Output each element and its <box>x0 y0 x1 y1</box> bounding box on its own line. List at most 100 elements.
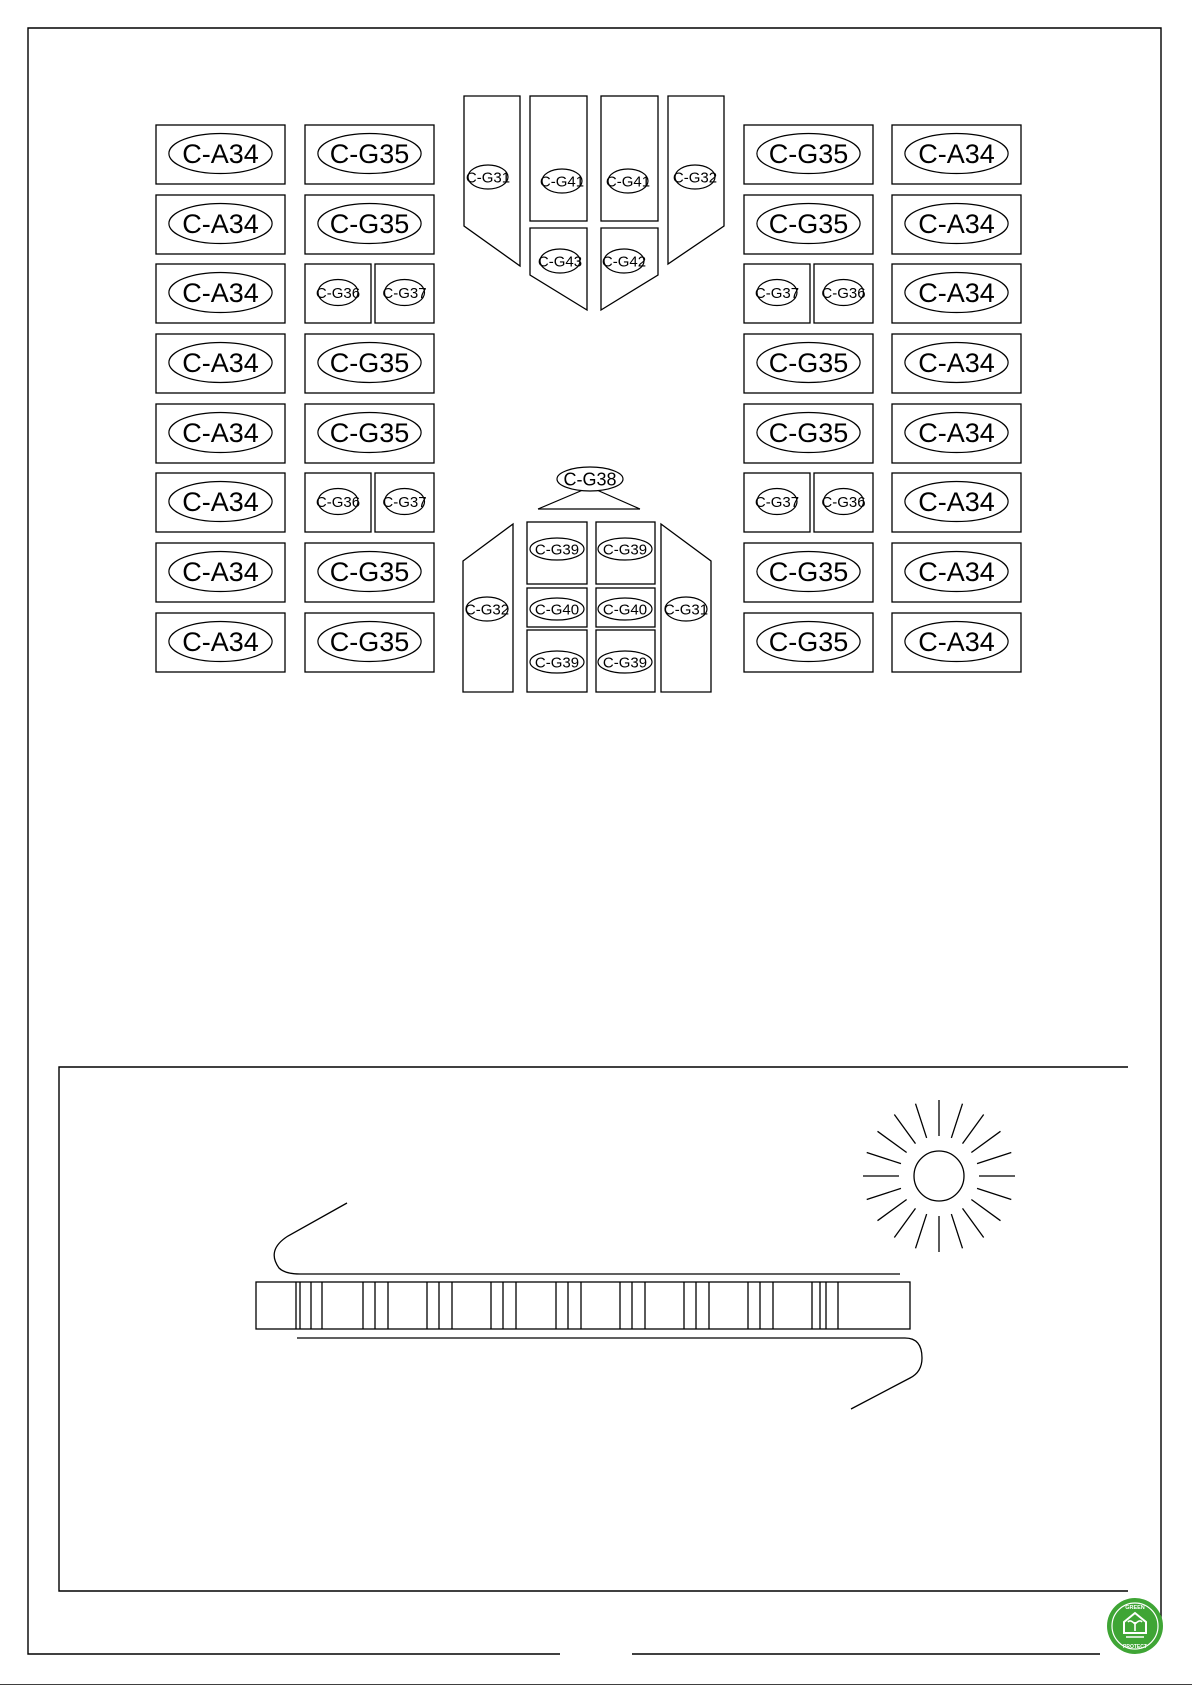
part-code: C-G36 <box>316 285 360 302</box>
label-g37: C-G37 <box>382 487 427 516</box>
label-a34: C-A34 <box>904 341 1009 384</box>
part-code: C-G42 <box>602 253 646 270</box>
label-g40: C-G40 <box>529 597 585 621</box>
green-protect-badge: GREEN PROTECT <box>1107 1598 1163 1654</box>
part-code: C-A34 <box>182 209 259 239</box>
label-g35: C-G35 <box>317 550 422 593</box>
part-cell-g35: C-G35 <box>304 333 435 394</box>
part-code: C-G32 <box>673 169 717 186</box>
part-code: C-A34 <box>918 209 995 239</box>
label-g37: C-G37 <box>755 278 799 307</box>
part-cell-g35: C-G35 <box>743 333 874 394</box>
part-code: C-G35 <box>330 139 410 169</box>
part-code: C-G39 <box>535 654 579 671</box>
part-panel-top-3 <box>600 95 659 222</box>
part-code: C-A34 <box>918 278 995 308</box>
part-code: C-G35 <box>330 627 410 657</box>
label-a34: C-A34 <box>168 620 273 663</box>
label-g35: C-G35 <box>317 411 422 454</box>
badge-text-bottom: PROTECT <box>1123 1644 1147 1650</box>
part-cell-a34: C-A34 <box>891 403 1022 464</box>
part-code: C-A34 <box>182 348 259 378</box>
part-cell-g35: C-G35 <box>304 403 435 464</box>
part-code: C-A34 <box>182 139 259 169</box>
part-code: C-G43 <box>538 253 582 270</box>
instruction-panel <box>58 1066 1128 1592</box>
part-panel-top-2 <box>529 95 588 222</box>
label-g38: C-G38 <box>556 466 624 492</box>
label-g31: C-G31 <box>664 596 708 622</box>
part-cell-g35: C-G35 <box>304 612 435 673</box>
part-code: C-A34 <box>918 557 995 587</box>
part-cell-split: C-G36 C-G37 <box>304 263 435 324</box>
page-frame <box>27 27 1162 1655</box>
part-code: C-A34 <box>182 278 259 308</box>
part-cell-g35: C-G35 <box>304 542 435 603</box>
part-code: C-G37 <box>755 285 799 302</box>
part-cell-a34: C-A34 <box>891 542 1022 603</box>
label-a34: C-A34 <box>168 411 273 454</box>
part-code: C-G39 <box>603 654 647 671</box>
part-cell-g35: C-G35 <box>743 124 874 185</box>
label-g40: C-G40 <box>597 597 653 621</box>
part-code: C-G40 <box>603 601 647 618</box>
part-code: C-A34 <box>918 627 995 657</box>
part-code: C-G35 <box>769 209 849 239</box>
part-cell-a34: C-A34 <box>155 263 286 324</box>
part-code: C-G36 <box>316 494 360 511</box>
part-cell-split: C-G36 C-G37 <box>304 472 435 533</box>
part-code: C-G35 <box>769 418 849 448</box>
label-g35: C-G35 <box>756 132 861 175</box>
label-a34: C-A34 <box>904 271 1009 314</box>
part-cell-a34: C-A34 <box>891 333 1022 394</box>
label-g41: C-G41 <box>540 168 584 194</box>
label-g35: C-G35 <box>317 132 422 175</box>
part-cell-a34: C-A34 <box>155 472 286 533</box>
part-cell-g35: C-G35 <box>743 194 874 255</box>
bottom-center-group <box>462 486 712 693</box>
label-a34: C-A34 <box>168 202 273 245</box>
part-code: C-G37 <box>382 285 426 302</box>
label-g35: C-G35 <box>756 411 861 454</box>
label-g39: C-G39 <box>529 537 585 561</box>
label-g42: C-G42 <box>602 248 646 274</box>
label-g32: C-G32 <box>673 164 717 190</box>
part-code: C-G35 <box>330 418 410 448</box>
part-code: C-G41 <box>606 173 650 190</box>
part-cell-g35: C-G35 <box>304 124 435 185</box>
label-g39: C-G39 <box>529 650 585 674</box>
part-cell-a34: C-A34 <box>891 472 1022 533</box>
label-a34: C-A34 <box>168 132 273 175</box>
part-code: C-A34 <box>182 557 259 587</box>
part-code: C-A34 <box>918 139 995 169</box>
part-code: C-G35 <box>769 139 849 169</box>
label-a34: C-A34 <box>168 271 273 314</box>
label-a34: C-A34 <box>904 132 1009 175</box>
board-segment-lines <box>295 1282 839 1329</box>
part-cell-a34: C-A34 <box>891 194 1022 255</box>
part-code: C-G31 <box>466 169 510 186</box>
part-code: C-A34 <box>918 348 995 378</box>
label-g35: C-G35 <box>317 202 422 245</box>
label-a34: C-A34 <box>904 411 1009 454</box>
label-g36: C-G36 <box>316 278 360 307</box>
part-code: C-G35 <box>330 209 410 239</box>
part-cell-a34: C-A34 <box>155 612 286 673</box>
part-code: C-G39 <box>535 541 579 558</box>
part-cell-a34: C-A34 <box>891 124 1022 185</box>
label-a34: C-A34 <box>168 341 273 384</box>
part-code: C-A34 <box>918 418 995 448</box>
label-g35: C-G35 <box>756 341 861 384</box>
part-code: C-G40 <box>535 601 579 618</box>
label-g37: C-G37 <box>755 487 799 516</box>
part-cell-a34: C-A34 <box>155 333 286 394</box>
sun-icon <box>863 1100 1015 1252</box>
part-code: C-G35 <box>769 348 849 378</box>
part-code: C-A34 <box>182 487 259 517</box>
part-cell-g35: C-G35 <box>304 194 435 255</box>
part-code: C-A34 <box>182 418 259 448</box>
part-cell-g35: C-G35 <box>743 403 874 464</box>
label-a34: C-A34 <box>168 480 273 523</box>
label-g37: C-G37 <box>382 278 427 307</box>
